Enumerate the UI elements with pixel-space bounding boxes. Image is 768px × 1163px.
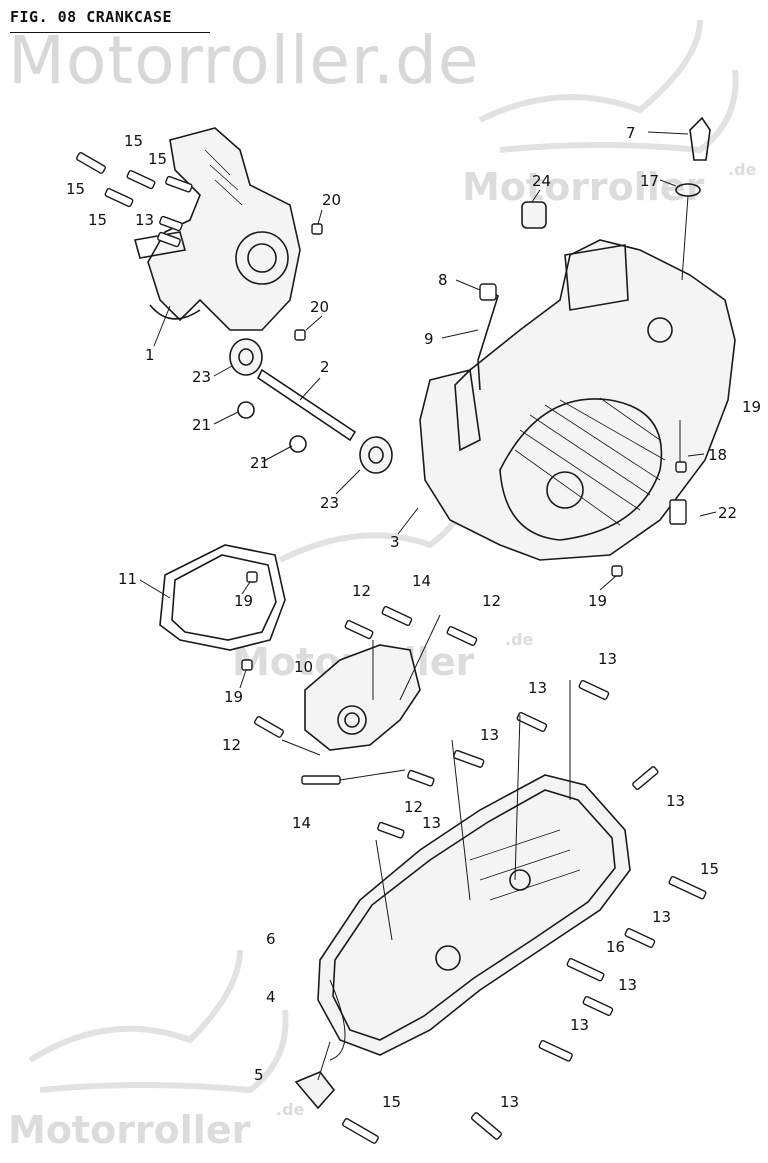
left-crankcase-half — [133, 127, 301, 331]
title-underline — [10, 32, 210, 33]
callout: 19 — [224, 688, 243, 706]
callout: 13 — [135, 211, 154, 229]
callout: 12 — [352, 582, 371, 600]
bolts — [76, 152, 707, 1144]
callout: 13 — [652, 908, 671, 926]
callout: 15 — [88, 211, 107, 229]
watermark-main: Motorroller.de — [8, 22, 480, 99]
callout: 13 — [598, 650, 617, 668]
callout: 13 — [480, 726, 499, 744]
callout: 2 — [320, 358, 330, 376]
oil-level-plug — [675, 116, 711, 197]
callout: 15 — [382, 1093, 401, 1111]
callout: 10 — [294, 658, 313, 676]
callout: 11 — [118, 570, 137, 588]
bracket — [294, 1071, 336, 1110]
transmission-cover — [317, 774, 631, 1056]
breather-pipe — [477, 283, 499, 391]
callout: 4 — [266, 988, 276, 1006]
figure-title: FIG. 08 CRANKCASE — [10, 8, 173, 26]
callout: 13 — [422, 814, 441, 832]
watermark-logo-top: Motorroller — [462, 165, 705, 209]
callout: 1 — [145, 346, 155, 364]
callout: 6 — [266, 930, 276, 948]
callouts: 15 15 15 15 13 20 20 1 23 2 21 21 23 3 7… — [66, 124, 761, 1111]
callout: 14 — [412, 572, 431, 590]
callout: 20 — [310, 298, 329, 316]
watermark-logo-top-tld: .de — [728, 160, 757, 179]
callout: 3 — [390, 533, 400, 551]
watermark-logo-bottom-tld: .de — [276, 1100, 305, 1119]
callout: 15 — [700, 860, 719, 878]
callout: 21 — [250, 454, 269, 472]
watermark-logo-bottom: Motorroller — [8, 1108, 251, 1152]
callout: 19 — [742, 398, 761, 416]
callout: 17 — [640, 172, 659, 190]
callout: 19 — [588, 592, 607, 610]
callout: 14 — [292, 814, 311, 832]
bearing-lower — [359, 436, 393, 474]
gasket — [159, 544, 286, 651]
callout: 15 — [66, 180, 85, 198]
callout: 7 — [626, 124, 636, 142]
callout: 15 — [124, 132, 143, 150]
small-cover — [304, 644, 421, 751]
drain-bolt — [669, 499, 687, 525]
callout: 13 — [500, 1093, 519, 1111]
callout: 13 — [570, 1016, 589, 1034]
callout: 16 — [606, 938, 625, 956]
callout: 22 — [718, 504, 737, 522]
callout: 18 — [708, 446, 727, 464]
right-crankcase-half — [419, 239, 736, 561]
callout: 13 — [666, 792, 685, 810]
assembly-lines — [281, 195, 689, 1081]
callout: 13 — [528, 679, 547, 697]
bearing-upper — [229, 338, 263, 376]
callout: 20 — [322, 191, 341, 209]
dowel-pins — [241, 223, 687, 671]
callout: 23 — [320, 494, 339, 512]
callout: 21 — [192, 416, 211, 434]
callout: 23 — [192, 368, 211, 386]
callout: 9 — [424, 330, 434, 348]
callout: 19 — [234, 592, 253, 610]
seal-rings — [237, 401, 307, 453]
callout: 24 — [532, 172, 551, 190]
callout: 5 — [254, 1066, 264, 1084]
callout: 8 — [438, 271, 448, 289]
callout: 13 — [618, 976, 637, 994]
callout: 15 — [148, 150, 167, 168]
callout: 12 — [222, 736, 241, 754]
shaft — [256, 368, 357, 442]
watermark-logo-middle-tld: .de — [505, 630, 534, 649]
callout: 12 — [482, 592, 501, 610]
spacer — [521, 201, 547, 229]
callout: 12 — [404, 798, 423, 816]
callout-leaders — [139, 131, 717, 689]
